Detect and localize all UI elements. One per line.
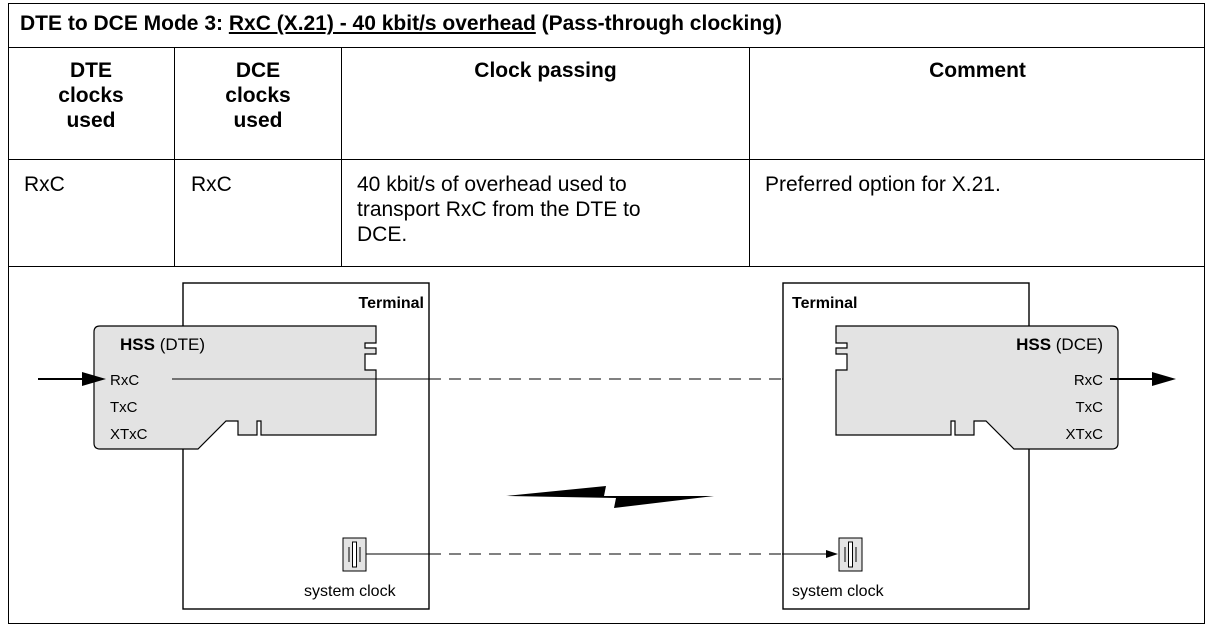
clock-passing-line: DCE. [357,223,408,246]
right-pin-rxc: RxC [1074,372,1103,389]
left-terminal-label: Terminal [359,295,425,312]
right-output-arrowhead [1152,372,1176,386]
header-clock-passing: Clock passing [474,59,617,82]
left-hss-card [93,325,377,450]
cell-clock-passing: 40 kbit/s of overhead used to transport … [357,172,641,247]
header-comment: Comment [929,59,1026,82]
left-hss-label: HSS (DTE) [120,335,205,354]
col-divider-3 [749,47,750,267]
header-dte-line: used [66,109,116,132]
right-terminal-label: Terminal [792,295,858,312]
right-hss-card [835,325,1119,450]
header-dce-clocks: DCE clocks used [175,58,341,133]
col-divider-1 [174,47,175,267]
title-prefix: DTE to DCE Mode 3: [20,12,229,35]
header-dce-line: clocks [225,84,291,107]
header-dte-line: clocks [58,84,124,107]
right-pin-txc: TxC [1076,399,1104,416]
title-suffix: (Pass-through clocking) [535,12,782,35]
left-crystal-core [352,541,357,568]
right-system-clock-label: system clock [792,583,885,600]
header-dte-clocks: DTE clocks used [8,58,174,133]
right-pin-xtxc: XTxC [1066,426,1104,443]
right-crystal-core [848,541,853,568]
header-dce-line: DCE [235,59,281,82]
left-system-clock-label: system clock [304,583,397,600]
cell-comment: Preferred option for X.21. [765,173,1001,196]
title-link[interactable]: RxC (X.21) - 40 kbit/s overhead [228,12,536,35]
header-dce-line: used [233,109,283,132]
header-divider [8,159,1205,160]
clock-passing-line: transport RxC from the DTE to [357,198,641,221]
cell-dce-clock: RxC [191,173,232,196]
row-divider [8,266,1205,267]
table-title: DTE to DCE Mode 3: RxC (X.21) - 40 kbit/… [20,12,782,36]
left-pin-txc: TxC [110,399,138,416]
table-frame [8,3,1205,624]
left-pin-rxc: RxC [110,372,139,389]
clock-arrowhead-right [826,550,838,558]
cell-dte-clock: RxC [24,173,65,196]
header-dte-line: DTE [70,59,112,82]
clock-passing-line: 40 kbit/s of overhead used to [357,173,627,196]
radio-link-icon [506,486,714,508]
right-hss-label: HSS (DCE) [1016,335,1103,354]
col-divider-2 [341,47,342,267]
left-pin-xtxc: XTxC [110,426,148,443]
title-divider [8,47,1205,48]
left-input-arrowhead [82,372,106,386]
